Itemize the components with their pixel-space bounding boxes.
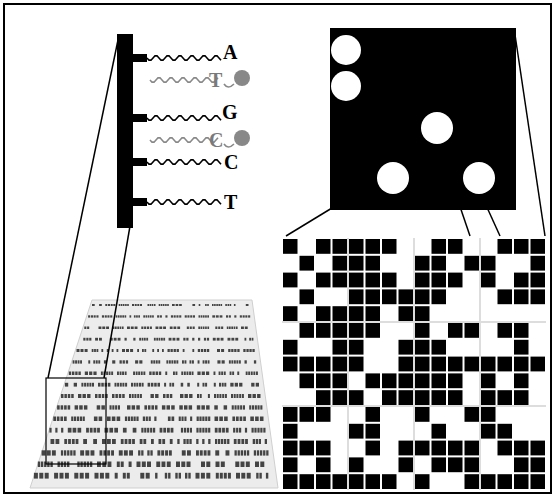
substrate-bar bbox=[117, 34, 133, 228]
dna-strands bbox=[133, 54, 250, 206]
base-letter: C bbox=[209, 130, 223, 150]
base-letter: C bbox=[224, 152, 238, 172]
frame bbox=[4, 4, 551, 493]
base-letter: G bbox=[222, 102, 238, 122]
chip-slide bbox=[30, 300, 278, 488]
fluorescent-spots bbox=[331, 35, 495, 194]
spot-grid bbox=[282, 238, 546, 490]
spot-closeup bbox=[330, 28, 516, 210]
base-letter: A bbox=[223, 42, 237, 62]
base-letter: T bbox=[224, 192, 237, 212]
base-letter: T bbox=[209, 70, 222, 90]
